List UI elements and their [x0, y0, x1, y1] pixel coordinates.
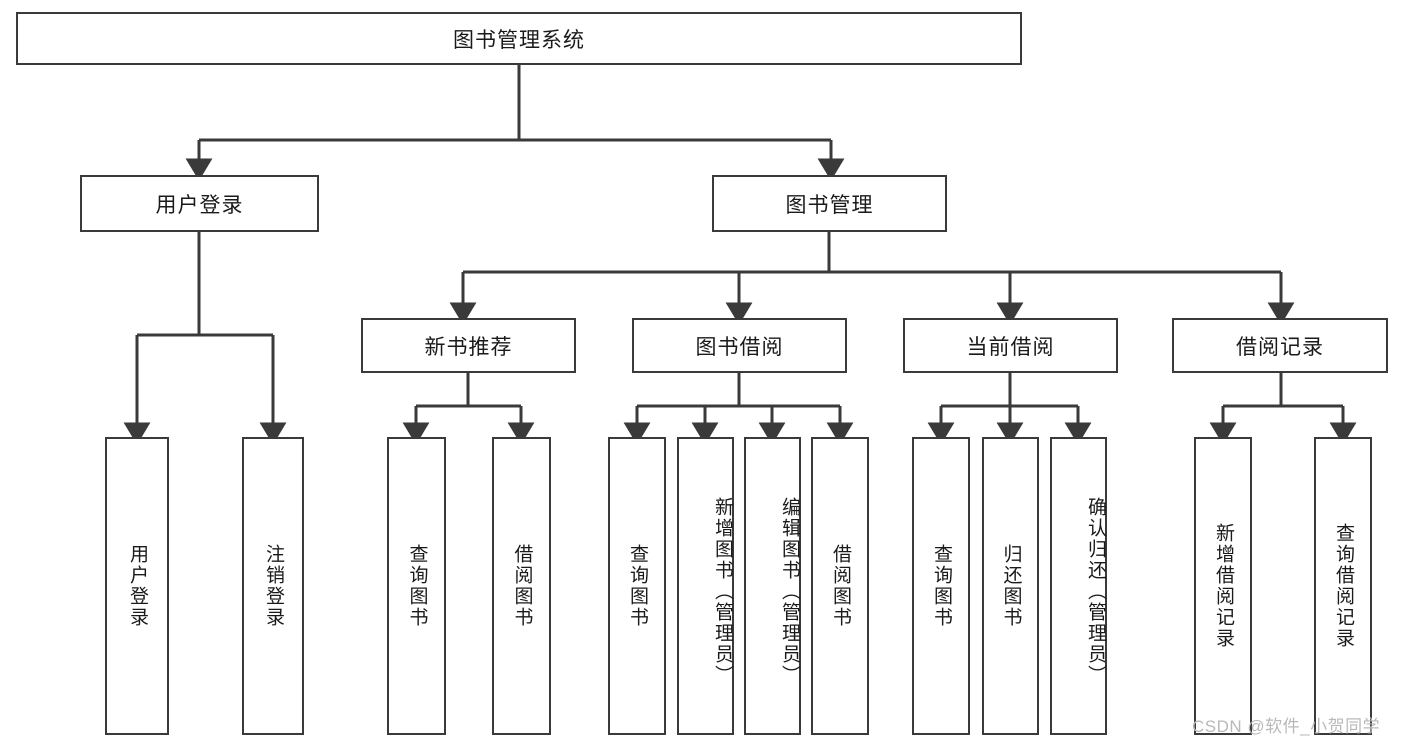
- leaf-borrow-book-recommend[interactable]: 借阅图书: [492, 437, 551, 735]
- leaf-logout[interactable]: 注销登录: [242, 437, 304, 735]
- leaf-add-book-admin[interactable]: 新增图书（管理员）: [677, 437, 734, 735]
- node-current-borrow[interactable]: 当前借阅: [903, 318, 1118, 373]
- leaf-query-book-recommend[interactable]: 查询图书: [387, 437, 446, 735]
- node-new-book-recommend[interactable]: 新书推荐: [361, 318, 576, 373]
- node-book-borrow[interactable]: 图书借阅: [632, 318, 847, 373]
- leaf-query-book-borrow[interactable]: 查询图书: [608, 437, 666, 735]
- node-user-login[interactable]: 用户登录: [80, 175, 319, 232]
- leaf-user-login[interactable]: 用户登录: [105, 437, 169, 735]
- leaf-edit-book-admin[interactable]: 编辑图书（管理员）: [744, 437, 801, 735]
- csdn-watermark: CSDN @软件_小贺同学: [1192, 717, 1381, 736]
- leaf-confirm-return-admin[interactable]: 确认归还（管理员）: [1050, 437, 1107, 735]
- leaf-borrow-book[interactable]: 借阅图书: [811, 437, 869, 735]
- node-book-management-system[interactable]: 图书管理系统: [16, 12, 1022, 65]
- node-book-management[interactable]: 图书管理: [712, 175, 947, 232]
- leaf-query-book-current[interactable]: 查询图书: [912, 437, 970, 735]
- leaf-query-borrow-record[interactable]: 查询借阅记录: [1314, 437, 1372, 735]
- leaf-add-borrow-record[interactable]: 新增借阅记录: [1194, 437, 1252, 735]
- node-borrow-record[interactable]: 借阅记录: [1172, 318, 1388, 373]
- leaf-return-book[interactable]: 归还图书: [982, 437, 1039, 735]
